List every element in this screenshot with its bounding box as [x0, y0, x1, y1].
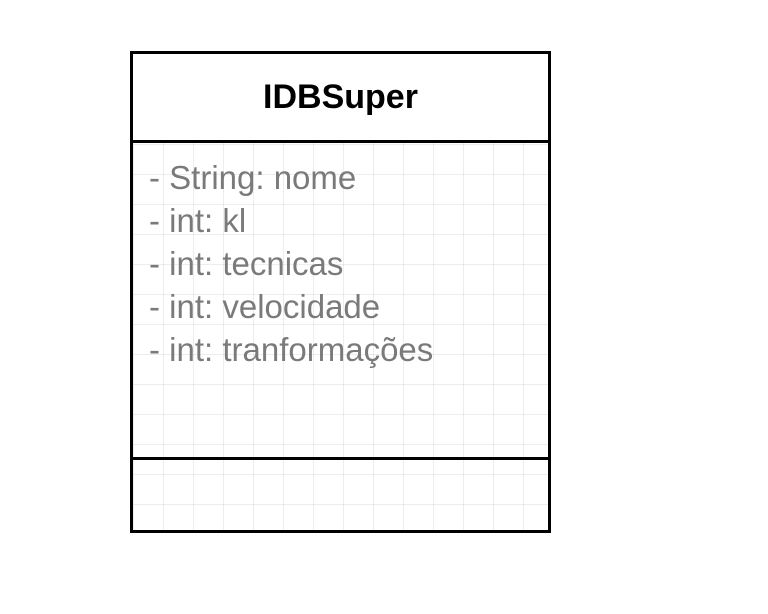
attribute-kl: - int: kl	[149, 202, 247, 239]
attribute-tecnicas: - int: tecnicas	[149, 245, 344, 282]
uml-class-box[interactable]: IDBSuper - String: nome - int: kl - int:…	[130, 51, 551, 533]
attribute-tranformacoes: - int: tranformações	[149, 331, 434, 368]
methods-compartment	[133, 460, 548, 530]
class-header: IDBSuper	[133, 54, 548, 143]
attribute-nome: - String: nome	[149, 159, 357, 196]
class-name: IDBSuper	[263, 77, 418, 116]
attributes-compartment: - String: nome - int: kl - int: tecnicas…	[133, 143, 548, 460]
attribute-velocidade: - int: velocidade	[149, 288, 381, 325]
